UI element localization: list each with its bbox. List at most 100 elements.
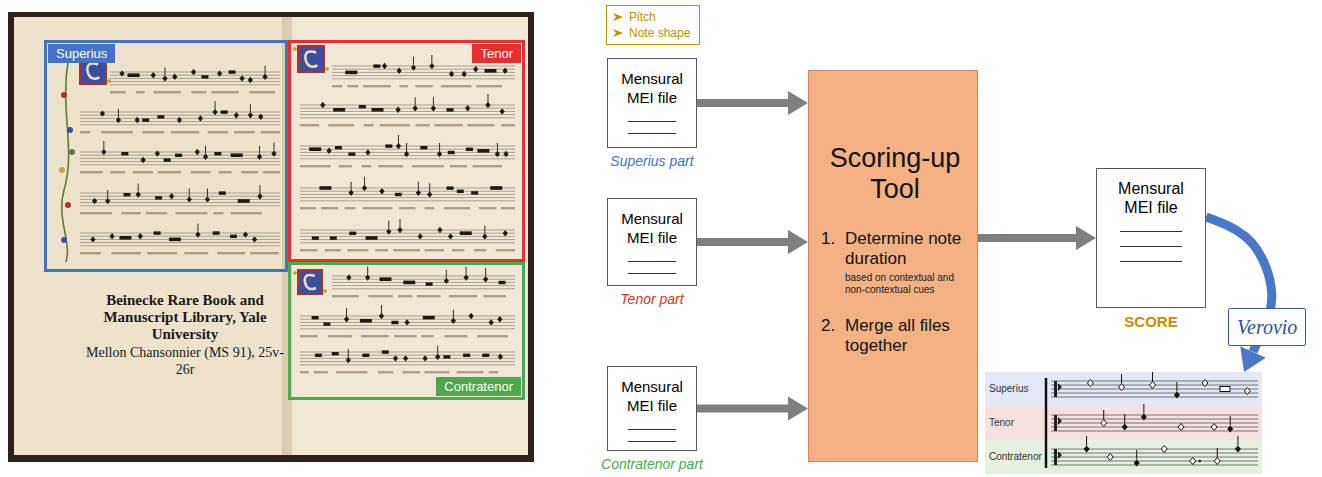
bullet-item: Note shape bbox=[613, 25, 690, 41]
note-stem bbox=[1176, 382, 1177, 392]
file-name: Mensural MEI file bbox=[614, 209, 690, 247]
part-caption: Contratenor part bbox=[587, 456, 717, 472]
mei-file-box: Mensural MEI fileTenor part bbox=[587, 198, 717, 307]
file-frame: Mensural MEI file bbox=[607, 58, 697, 148]
staff-system bbox=[110, 66, 280, 94]
note-head bbox=[177, 117, 182, 123]
staff-band: Contratenor bbox=[985, 440, 1262, 474]
c-clef-hook bbox=[1058, 383, 1062, 391]
note-head bbox=[205, 196, 210, 202]
note-head bbox=[271, 150, 276, 156]
lyric-script bbox=[133, 171, 153, 173]
mei-file-box: Mensural MEI fileSuperius part bbox=[587, 58, 717, 169]
breve-note bbox=[221, 110, 228, 113]
note-stem bbox=[1121, 374, 1122, 384]
file-frame: Mensural MEI file bbox=[1096, 168, 1206, 308]
breve-note bbox=[201, 75, 208, 78]
staff-line bbox=[80, 199, 280, 200]
software-logo: Verovio bbox=[1228, 308, 1306, 346]
list-body: Determine note durationbased on contextu… bbox=[845, 229, 969, 296]
staff-line bbox=[300, 319, 515, 320]
note-head bbox=[203, 154, 208, 160]
feature-text: Pitch bbox=[629, 9, 656, 25]
note-head bbox=[483, 276, 488, 282]
note-head bbox=[135, 117, 140, 123]
lyric-script bbox=[146, 212, 168, 214]
note-head bbox=[431, 105, 436, 111]
note-stem bbox=[415, 97, 416, 105]
breve-note bbox=[312, 316, 319, 319]
lyric-script bbox=[484, 295, 506, 297]
lyric-script bbox=[328, 335, 352, 337]
lyric-script bbox=[449, 295, 477, 297]
lyric-script bbox=[473, 165, 502, 167]
lyric-script bbox=[332, 295, 359, 297]
lyric-script bbox=[363, 207, 393, 209]
bullet-arrow bbox=[613, 12, 624, 22]
filled-note bbox=[1174, 392, 1180, 399]
note-head bbox=[482, 233, 487, 239]
note-head bbox=[248, 77, 253, 83]
note-stem bbox=[1237, 436, 1238, 446]
staff-line bbox=[300, 361, 515, 362]
bullet-arrow-shape bbox=[613, 13, 623, 21]
ligature-note bbox=[366, 236, 378, 240]
book-background bbox=[8, 12, 534, 462]
breve-note bbox=[447, 186, 454, 189]
file-name: Mensural MEI file bbox=[1103, 179, 1199, 217]
note-head bbox=[162, 75, 167, 81]
breve-note bbox=[348, 152, 355, 155]
dot bbox=[1199, 460, 1201, 462]
semibreve bbox=[1150, 382, 1156, 389]
part-tag: Superius bbox=[48, 44, 115, 63]
note-head bbox=[248, 112, 253, 118]
note-head bbox=[485, 102, 490, 108]
note-stem bbox=[273, 143, 274, 151]
source-credit: Beinecke Rare Book and Manuscript Librar… bbox=[97, 292, 273, 343]
note-head bbox=[258, 114, 263, 120]
note-head bbox=[257, 193, 262, 199]
note-stem bbox=[453, 310, 454, 318]
filled-note bbox=[1235, 446, 1241, 453]
staff-line bbox=[1051, 393, 1258, 394]
bullet-arrow bbox=[613, 28, 624, 38]
ligature-note bbox=[423, 316, 435, 320]
staff-line bbox=[80, 205, 280, 206]
note-head bbox=[413, 105, 418, 111]
vine-flower bbox=[59, 167, 65, 173]
note-head bbox=[395, 107, 400, 113]
lyric-script bbox=[477, 335, 508, 337]
note-stem bbox=[265, 66, 266, 74]
semibreve bbox=[1214, 458, 1220, 465]
note-stem bbox=[400, 219, 401, 227]
note-stem bbox=[466, 267, 467, 275]
ligature-note bbox=[380, 277, 392, 281]
list-number: 2. bbox=[821, 316, 845, 356]
note-head bbox=[379, 313, 384, 319]
feature-text: Note shape bbox=[629, 25, 690, 41]
ligature-note bbox=[119, 236, 131, 240]
floral-vine bbox=[62, 62, 69, 262]
note-stem bbox=[1152, 372, 1153, 382]
staff-line bbox=[110, 84, 280, 85]
lyric-script bbox=[421, 335, 433, 337]
lyric-script bbox=[457, 371, 484, 373]
note-head bbox=[151, 72, 156, 78]
staff-line bbox=[300, 194, 515, 195]
staff-line bbox=[300, 158, 515, 159]
lyric-script bbox=[111, 252, 140, 254]
placeholder-line bbox=[1120, 261, 1181, 262]
note-head bbox=[427, 191, 432, 197]
note-head bbox=[429, 63, 434, 69]
staff-line bbox=[1051, 461, 1258, 462]
note-stem bbox=[446, 270, 447, 278]
breve-note bbox=[385, 144, 392, 147]
breve-note bbox=[323, 322, 330, 325]
initial-letter bbox=[305, 275, 316, 289]
lyric-script bbox=[467, 124, 494, 126]
note-head bbox=[136, 191, 141, 197]
placeholder-line bbox=[628, 429, 677, 430]
note-head bbox=[386, 228, 391, 234]
note-head bbox=[169, 193, 174, 199]
note-stem bbox=[439, 143, 440, 151]
